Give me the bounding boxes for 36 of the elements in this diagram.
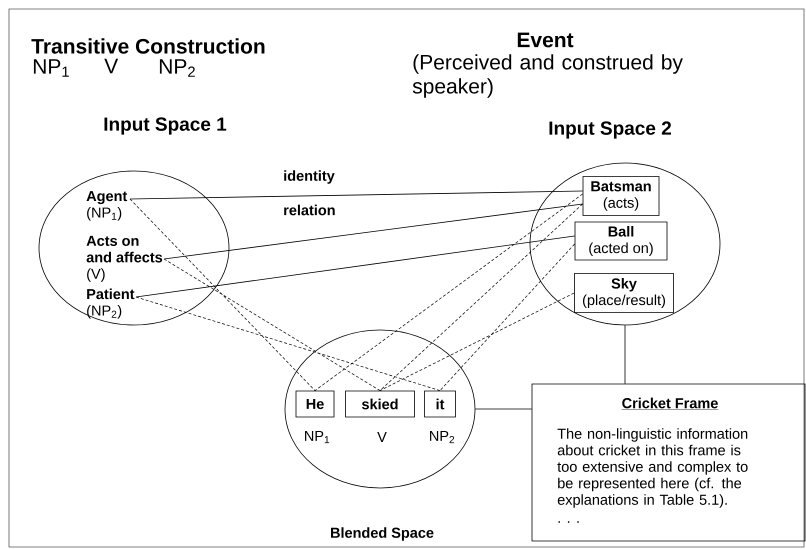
word-box: Batsman (acts): [582, 176, 660, 216]
dashed-mapping-line: [314, 194, 583, 391]
space-heading: Blended Space: [331, 527, 434, 541]
dashed-mapping-line: [440, 244, 575, 391]
connector-line: [164, 204, 583, 260]
frame-box: Cricket Frame The non-linguistic information about cricket in this frame is too extensive and complex to be represented here (cf. the explanations in Table 5.1). . . .: [532, 384, 806, 542]
space-heading: Input Space 2: [550, 121, 671, 139]
connector-line: [130, 190, 583, 200]
grammar-label: NP$_{1}$: [34, 59, 69, 77]
dashed-mapping-line: [380, 204, 583, 391]
grammar-label: NP$_{1}$: [305, 430, 330, 444]
dashed-mapping-line: [164, 258, 380, 391]
dashed-mapping-line: [130, 198, 316, 391]
word-box: it: [424, 390, 456, 418]
construction-heading: Transitive Construction: [31, 38, 264, 54]
relation-label: identity: [284, 170, 335, 184]
connector-line: [475, 408, 532, 410]
grammar-label: V: [104, 58, 118, 74]
grammar-label: NP$_{2}$: [430, 430, 454, 444]
grammar-label: V: [377, 432, 387, 442]
connector-line: [624, 325, 626, 384]
word-box: Sky (place/result): [574, 273, 674, 313]
dashed-mapping-line: [136, 296, 440, 391]
dashed-mapping-line: [380, 292, 574, 391]
role-label: Acts on and affects (V): [86, 236, 162, 282]
word-box: He: [296, 390, 334, 418]
event-note: (Perceived and construed by speaker): [412, 54, 683, 98]
role-label: Agent (NP$_{1}$): [86, 191, 128, 221]
connector-line: [136, 236, 575, 298]
space-heading: Input Space 1: [104, 117, 226, 135]
word-box: Ball (acted on): [574, 222, 668, 260]
relation-label: relation: [284, 204, 335, 216]
word-box: skied: [345, 390, 415, 418]
grammar-label: NP$_{2}$: [160, 59, 195, 77]
role-label: Patient (NP$_{2}$): [87, 288, 134, 319]
event-heading: Event: [518, 32, 574, 48]
